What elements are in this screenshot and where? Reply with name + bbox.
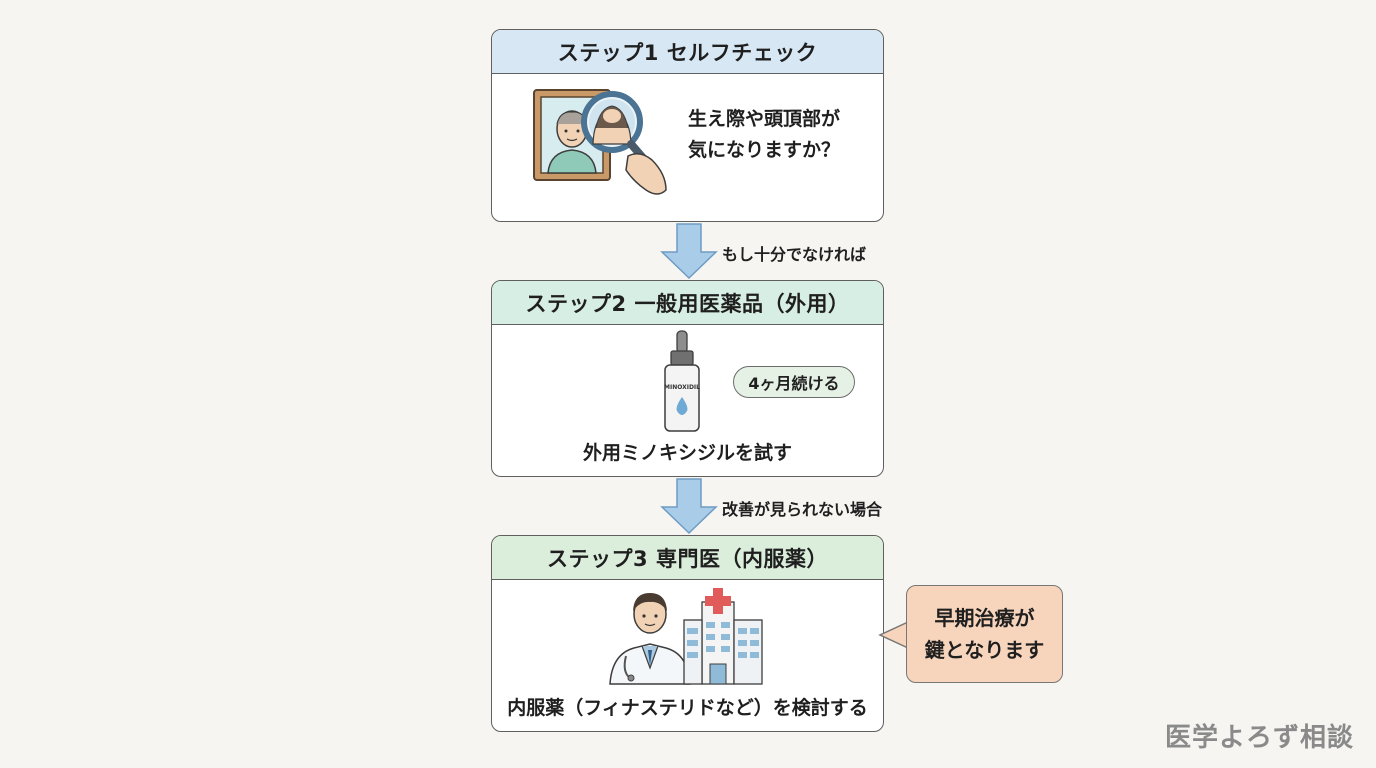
callout-pointer xyxy=(878,621,909,649)
mirror-magnifier-icon xyxy=(533,89,667,195)
watermark: 医学よろず相談 xyxy=(1164,723,1354,753)
step-3-body: 内服薬（フィナステリドなど）を検討する xyxy=(492,580,883,731)
step-2-caption: 外用ミノキシジルを試す xyxy=(582,442,792,464)
step-1-card: ステップ1 セルフチェック 生え際や頭頂部が 気になります xyxy=(491,29,884,222)
step-3-caption: 内服薬（フィナステリドなど）を検討する xyxy=(507,697,868,719)
down-arrow-2 xyxy=(660,478,718,535)
step-1-question: 生え際や頭頂部が 気になりますか？ xyxy=(688,104,840,166)
step-1-question-line2: 気になりますか？ xyxy=(688,139,841,161)
step-1-question-line1: 生え際や頭頂部が xyxy=(688,108,841,130)
step-2-header: ステップ2 一般用医薬品（外用） xyxy=(492,281,883,325)
step-3-card: ステップ3 専門医（内服薬） xyxy=(491,535,884,732)
hospital-icon xyxy=(683,588,763,685)
minoxidil-bottle-icon: MINOXIDIL xyxy=(664,330,700,432)
step-2-body: MINOXIDIL 4ヶ月続ける 外用ミノキシジルを試す xyxy=(492,325,883,476)
callout-line1: 早期治療が xyxy=(934,606,1035,630)
down-arrow-1 xyxy=(660,223,718,280)
bottle-label: MINOXIDIL xyxy=(664,384,700,391)
early-treatment-callout: 早期治療が 鍵となります xyxy=(906,585,1063,683)
arrow-1-label: もし十分でなければ xyxy=(722,245,867,264)
duration-badge: 4ヶ月続ける xyxy=(733,366,855,398)
callout-line2: 鍵となります xyxy=(924,638,1045,662)
step-2-card: ステップ2 一般用医薬品（外用） MINOXIDIL 4ヶ月続ける 外用ミノキシ… xyxy=(491,280,884,477)
doctor-icon xyxy=(609,588,763,685)
arrow-2-label: 改善が見られない場合 xyxy=(722,500,883,519)
step-1-body: 生え際や頭頂部が 気になりますか？ xyxy=(492,74,883,221)
step-1-header: ステップ1 セルフチェック xyxy=(492,30,883,74)
step-3-header: ステップ3 専門医（内服薬） xyxy=(492,536,883,580)
